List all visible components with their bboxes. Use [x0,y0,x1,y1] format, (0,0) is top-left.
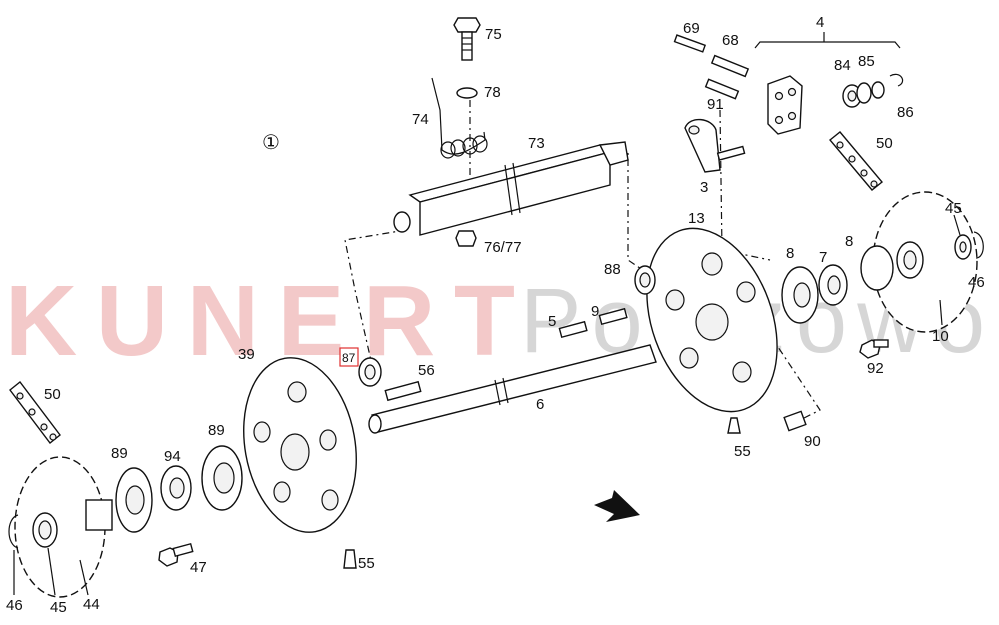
callout-47: 47 [190,559,207,576]
sprocket-44 [14,456,113,598]
watermark-brand: KUNERT [5,265,515,377]
leader-lines [13,214,961,596]
callout-13: 13 [688,210,705,227]
callout-6: 6 [536,396,544,413]
callout-3: 3 [700,179,708,196]
callout-86: 86 [897,104,914,121]
callout-44: 44 [83,596,100,613]
callout-5: 5 [548,313,556,330]
chain-50-left [9,381,61,444]
callout-88: 88 [604,261,621,278]
key-56 [384,380,422,402]
callout-90: 90 [804,433,821,450]
bracket-block-4 [754,32,901,135]
callout-45-right: 45 [945,200,962,217]
flange-bearing-89-b [115,467,153,533]
chain-50-top [829,131,883,191]
callout-94: 94 [164,448,181,465]
callout-92: 92 [867,360,884,377]
direction-arrow-icon [594,490,640,522]
callout-84: 84 [834,57,851,74]
callout-85: 85 [858,53,875,70]
bearing-94 [160,465,192,511]
pin-69 [673,34,707,53]
main-shaft-6 [368,344,657,434]
callout-89-b: 89 [208,422,225,439]
disc-13 [646,227,778,413]
callout-69: 69 [683,20,700,37]
callout-50-left: 50 [44,386,61,403]
callout-91: 91 [707,96,724,113]
assembly-marker: ① [262,132,280,154]
bearing-set-84-85 [842,81,885,108]
callout-75: 75 [485,26,502,43]
callout-55-left: 55 [358,555,375,572]
washer-45-right [954,234,972,260]
highlight-87 [339,347,359,367]
callout-76-77: 76/77 [484,239,522,256]
sprocket-10 [860,191,978,333]
spring-74 [431,77,488,159]
callout-8-a: 8 [786,245,794,262]
washer-78 [456,87,478,99]
callout-9: 9 [591,303,599,320]
callout-45-left: 45 [50,599,67,616]
callout-55-right: 55 [734,443,751,460]
callout-74: 74 [412,111,429,128]
callout-89-a: 89 [111,445,128,462]
bearing-7 [818,264,848,306]
nut-76-77 [455,230,477,247]
flange-bearing-89-a [201,445,243,511]
callout-73: 73 [528,135,545,152]
callout-4: 4 [816,14,824,31]
circlip-46-right [973,231,984,259]
pin-91 [704,78,740,100]
callout-50-top: 50 [876,135,893,152]
disc-39 [243,357,357,533]
square-shaft-73 [393,141,629,236]
bolt-92 [859,339,889,359]
bolt-47 [158,542,194,567]
callout-labels: 75 78 74 73 76/77 69 68 4 84 85 86 91 50… [6,14,985,616]
bushing-87 [358,357,382,387]
callout-87: 87 [342,351,356,365]
circlip-86 [889,73,904,87]
callout-39: 39 [238,346,255,363]
bushing-88 [634,265,656,295]
circlip-46-left [8,514,19,549]
pin-68 [710,54,750,78]
callout-8-b: 8 [845,233,853,250]
callout-56: 56 [418,362,435,379]
callout-7: 7 [819,249,827,266]
bolt-75 [453,17,481,61]
sleeve-90 [783,410,807,432]
callout-68: 68 [722,32,739,49]
grease-nipple-55-left [343,549,357,569]
grease-nipple-55-right [727,417,741,434]
callout-10: 10 [932,328,949,345]
callout-46-left: 46 [6,597,23,614]
callout-78: 78 [484,84,501,101]
key-9 [598,307,628,326]
key-5 [558,320,588,339]
lever-3 [684,118,746,173]
callout-46-right: 46 [968,274,985,291]
flange-bearing-8-right [781,266,819,324]
